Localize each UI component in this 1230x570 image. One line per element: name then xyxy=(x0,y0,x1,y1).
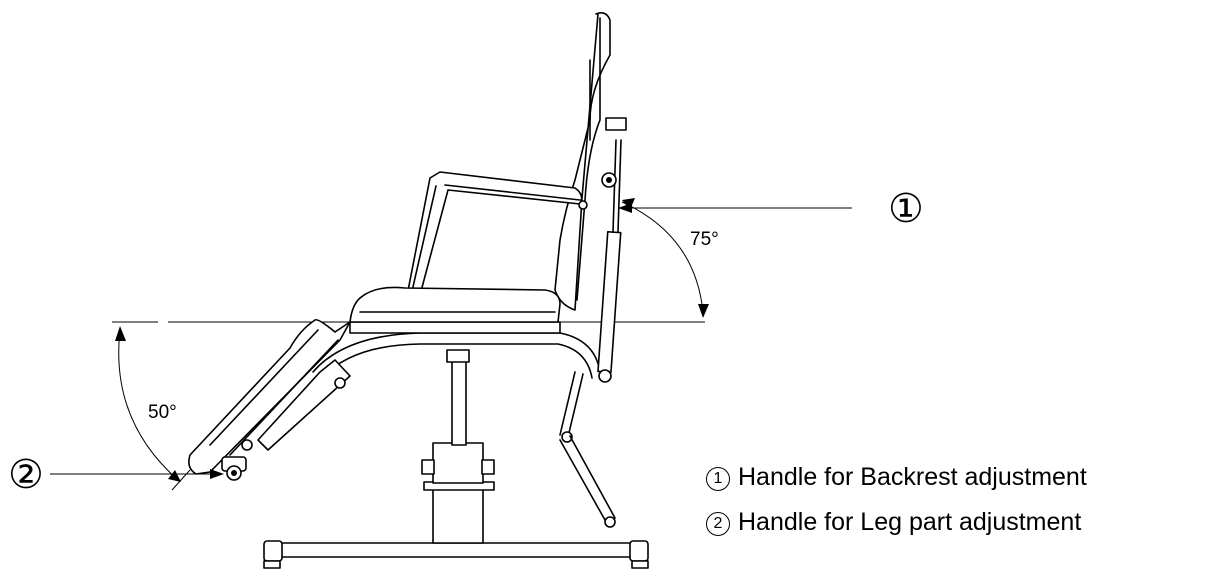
hydraulic-column xyxy=(421,349,495,544)
legend-text: Handle for Leg part adjustment xyxy=(738,508,1082,536)
backrest-angle-label: 75° xyxy=(690,229,719,250)
backrest xyxy=(554,12,627,311)
legend-text: Handle for Backrest adjustment xyxy=(738,463,1087,491)
chair-base xyxy=(263,540,649,569)
backrest-handle-callout: ① xyxy=(618,187,924,231)
legend-item-leg: 2 Handle for Leg part adjustment xyxy=(706,507,1081,537)
seat-frame xyxy=(312,321,601,379)
callout-marker-1: ① xyxy=(888,187,924,231)
leg-angle-label: 50° xyxy=(148,402,177,423)
backrest-angle-indicator: 75° xyxy=(621,198,719,318)
legend-marker: 2 xyxy=(706,512,730,536)
leg-handle-callout: ② xyxy=(8,453,224,497)
legend-marker: 1 xyxy=(706,467,730,491)
legend-item-backrest: 1 Handle for Backrest adjustment xyxy=(706,462,1087,492)
gas-spring xyxy=(597,139,622,383)
leg-angle-indicator: 50° xyxy=(115,326,191,491)
callout-marker-2: ② xyxy=(8,453,44,497)
seat-cushion xyxy=(349,286,561,323)
back-linkage xyxy=(559,371,616,528)
leg-rest xyxy=(188,318,351,481)
